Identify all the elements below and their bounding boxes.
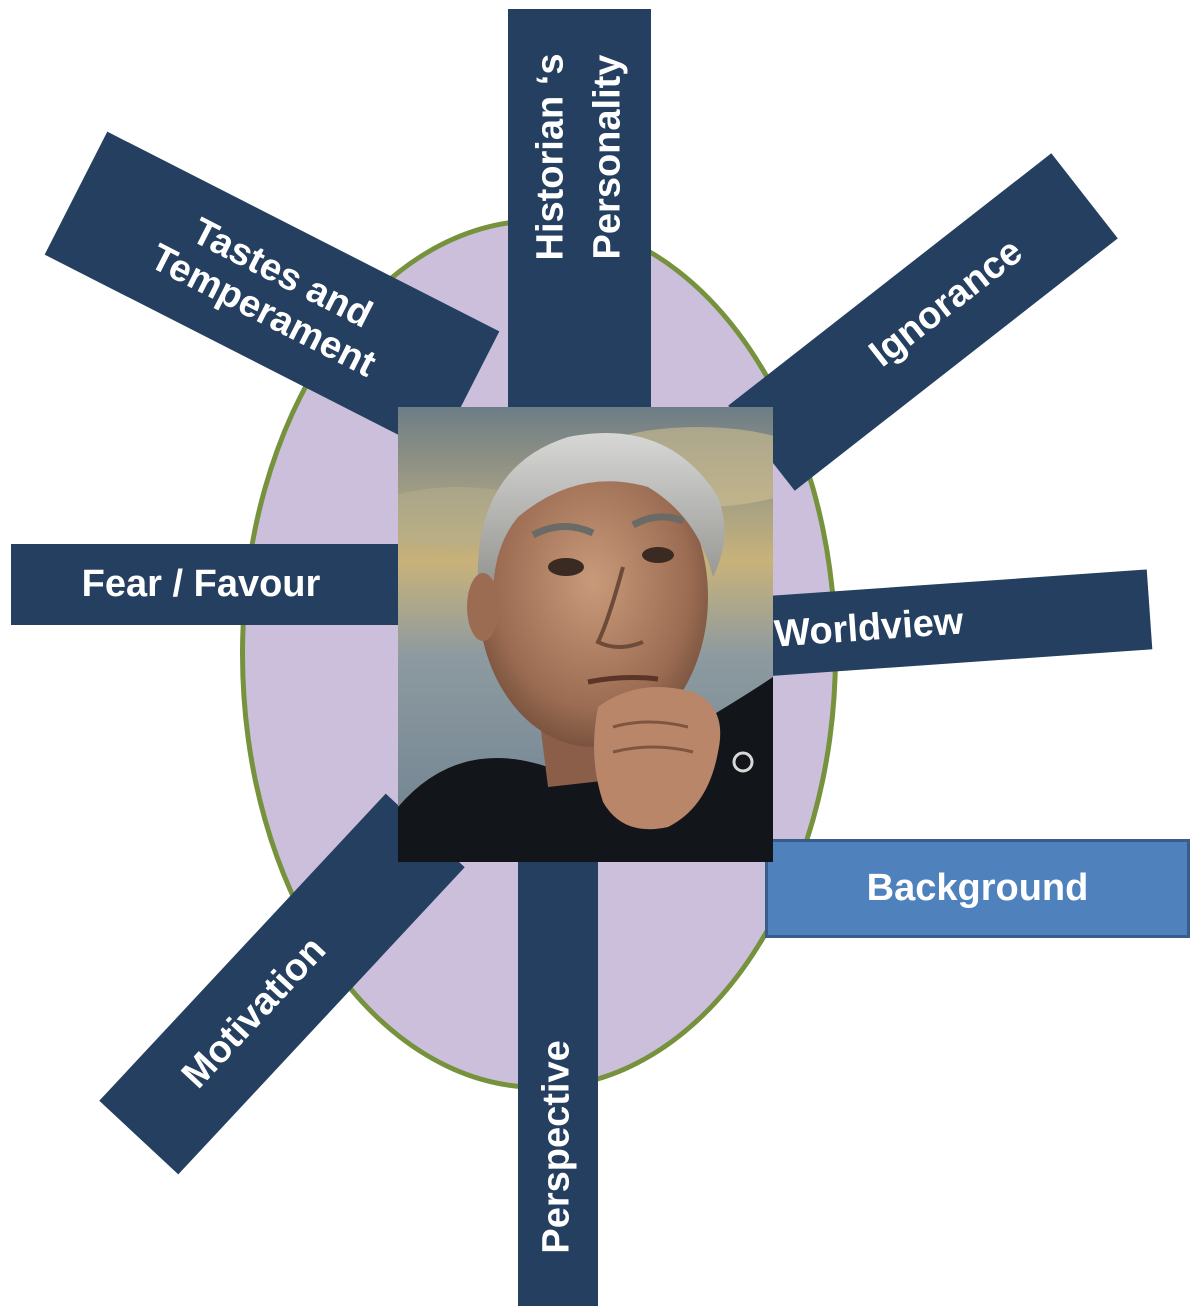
eye-right bbox=[642, 547, 674, 563]
factor-background: Background bbox=[765, 839, 1190, 938]
factor-personality-line2: Personality bbox=[586, 54, 629, 259]
nose-shape bbox=[595, 566, 644, 649]
finger-line bbox=[612, 745, 694, 754]
factor-fear-favour: Fear / Favour bbox=[11, 544, 411, 625]
hand-shape bbox=[594, 687, 721, 830]
center-portrait-photo bbox=[398, 407, 773, 862]
hair-shape bbox=[477, 433, 725, 597]
mouth-shape bbox=[587, 675, 659, 685]
factor-fear-label: Fear / Favour bbox=[81, 562, 321, 605]
factor-background-label: Background bbox=[866, 866, 1089, 909]
zipper-ring bbox=[732, 751, 754, 773]
finger-line bbox=[612, 720, 689, 729]
eyebrow-left bbox=[531, 522, 595, 539]
head-shape bbox=[478, 447, 708, 747]
factor-perspective-label: Perspective bbox=[536, 1040, 579, 1254]
factor-motivation-label: Motivation bbox=[173, 928, 335, 1097]
factor-worldview-label: Worldview bbox=[772, 600, 965, 656]
factor-ignorance: Ignorance bbox=[728, 153, 1118, 491]
factor-historian-personality: Historian ‘s Personality bbox=[508, 9, 651, 414]
factor-perspective: Perspective bbox=[518, 858, 598, 1306]
eye-left bbox=[548, 558, 584, 576]
factor-personality-line1: Historian ‘s bbox=[529, 53, 572, 260]
eyebrow-right bbox=[631, 513, 685, 529]
ear-shape bbox=[467, 573, 499, 641]
portrait-illustration bbox=[398, 427, 773, 862]
factor-ignorance-label: Ignorance bbox=[861, 230, 1031, 376]
